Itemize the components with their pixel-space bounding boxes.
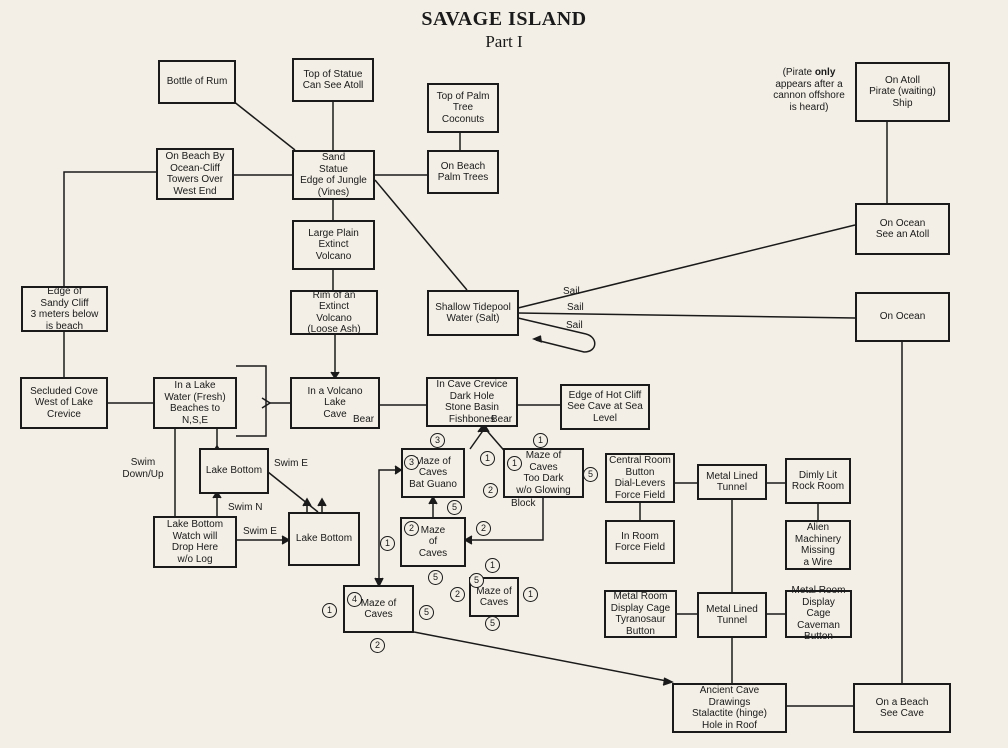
exit-number-circle: 1 — [507, 456, 522, 471]
swim-down-up-label: Swim Down/Up — [122, 457, 164, 480]
room-volcano-lake-cave: In a Volcano Lake Cave — [290, 377, 380, 429]
room-secluded-cove: Secluded Cove West of Lake Crevice — [20, 377, 108, 429]
exit-number-circle: 2 — [370, 638, 385, 653]
room-on-atoll: On Atoll Pirate (waiting) Ship — [855, 62, 950, 122]
diagram-subtitle: Part I — [485, 32, 523, 51]
block-label: Block — [511, 498, 536, 509]
exit-number-circle: 5 — [485, 616, 500, 631]
room-volcano-rim: Rim of an Extinct Volcano (Loose Ash) — [290, 290, 378, 335]
pirate-note: (Pirate only appears after a cannon offs… — [773, 67, 845, 113]
room-bottle-of-rum: Bottle of Rum — [158, 60, 236, 104]
swim-north-label: Swim N — [228, 502, 263, 513]
room-beach-ocean-cliff: On Beach By Ocean-Cliff Towers Over West… — [156, 148, 234, 200]
room-lake-bottom-watch: Lake Bottom Watch will Drop Here w/o Log — [153, 516, 237, 568]
exit-number-circle: 5 — [447, 500, 462, 515]
sail-label-1: Sail — [563, 286, 580, 297]
exit-number-circle: 5 — [469, 573, 484, 588]
room-large-plain: Large Plain Extinct Volcano — [292, 220, 375, 270]
room-metal-tunnel-upper: Metal Lined Tunnel — [697, 464, 767, 500]
room-shallow-tidepool: Shallow Tidepool Water (Salt) — [427, 290, 519, 336]
room-top-of-palm-tree: Top of Palm Tree Coconuts — [427, 83, 499, 133]
exit-number-circle: 2 — [450, 587, 465, 602]
room-force-field: In Room Force Field — [605, 520, 675, 564]
room-hot-cliff: Edge of Hot Cliff See Cave at Sea Level — [560, 384, 650, 430]
room-ancient-cave: Ancient Cave Drawings Stalactite (hinge)… — [672, 683, 787, 733]
exit-number-circle: 5 — [419, 605, 434, 620]
exit-number-circle: 1 — [322, 603, 337, 618]
sail-label-3: Sail — [566, 320, 583, 331]
swim-east-label-2: Swim E — [243, 526, 277, 537]
room-central-room: Central Room Button Dial-Levers Force Fi… — [605, 453, 675, 503]
exit-number-circle: 1 — [523, 587, 538, 602]
exit-number-circle: 1 — [533, 433, 548, 448]
swim-east-label-1: Swim E — [274, 458, 308, 469]
room-sand-statue: Sand Statue Edge of Jungle (Vines) — [292, 150, 375, 200]
room-metal-tunnel-lower: Metal Lined Tunnel — [697, 592, 767, 638]
room-top-of-statue: Top of Statue Can See Atoll — [292, 58, 374, 102]
room-alien-machinery: Alien Machinery Missing a Wire — [785, 520, 851, 570]
bear-label-cave-crevice: Bear — [491, 414, 513, 425]
room-cage-tyranosaur: Metal Room Display Cage Tyranosaur Butto… — [604, 590, 677, 638]
room-sandy-cliff: Edge of Sandy Cliff 3 meters below is be… — [21, 286, 108, 332]
room-lake-bottom-north: Lake Bottom — [199, 448, 269, 494]
exit-number-circle: 2 — [483, 483, 498, 498]
bear-label-volcano-cave: Bear — [353, 414, 375, 425]
exit-number-circle: 1 — [480, 451, 495, 466]
room-cave-crevice: In Cave Crevice Dark Hole Stone Basin Fi… — [426, 377, 518, 427]
exit-number-circle: 4 — [347, 592, 362, 607]
room-beach-palm-trees: On Beach Palm Trees — [427, 150, 499, 194]
exit-number-circle: 1 — [380, 536, 395, 551]
room-dimly-lit-rock-room: Dimly Lit Rock Room — [785, 458, 851, 504]
room-ocean-see-atoll: On Ocean See an Atoll — [855, 203, 950, 255]
room-maze-small: Maze of Caves — [469, 577, 519, 617]
room-on-ocean: On Ocean — [855, 292, 950, 342]
exit-number-circle: 2 — [404, 521, 419, 536]
exit-number-circle: 1 — [485, 558, 500, 573]
exit-number-circle: 5 — [583, 467, 598, 482]
exit-number-circle: 3 — [404, 455, 419, 470]
exit-number-circle: 2 — [476, 521, 491, 536]
exit-number-circle: 5 — [428, 570, 443, 585]
room-lake-bottom-east: Lake Bottom — [288, 512, 360, 566]
diagram-title: SAVAGE ISLAND — [421, 8, 587, 30]
room-beach-see-cave: On a Beach See Cave — [853, 683, 951, 733]
room-cage-caveman: Metal Room Display Cage Caveman Button — [785, 585, 852, 642]
sail-label-2: Sail — [567, 302, 584, 313]
room-lake: In a Lake Water (Fresh) Beaches to N,S,E — [153, 377, 237, 429]
exit-number-circle: 3 — [430, 433, 445, 448]
